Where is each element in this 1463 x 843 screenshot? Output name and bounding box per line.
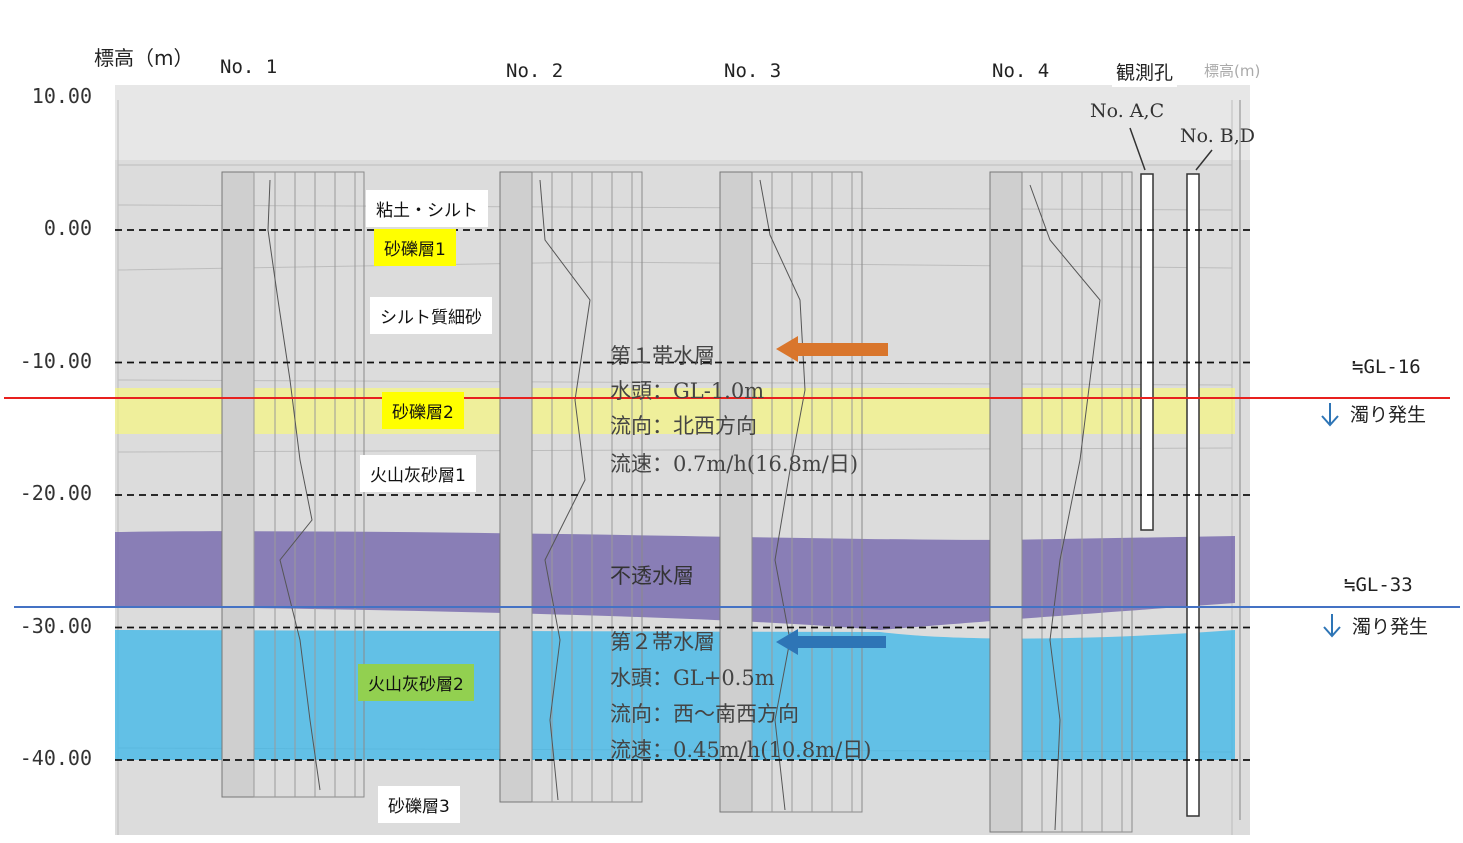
- label-volcanic-sand2: 火山灰砂層2: [358, 664, 474, 701]
- y-tick-label: 10.00: [31, 83, 92, 108]
- borehole-log-no2: [499, 171, 643, 803]
- aquifer2-flow-arrow: [776, 629, 886, 655]
- aquifer1-flow-direction: 流向：北西方向: [610, 414, 757, 438]
- label-gravel1: 砂礫層1: [374, 229, 456, 266]
- borehole-log-no3: [719, 171, 863, 813]
- borehole-header-no3: No. 3: [716, 58, 790, 84]
- aquifer2-title: 第２帯水層: [610, 630, 715, 654]
- down-arrow-icon: [1323, 614, 1341, 638]
- borehole-log-no4: [989, 171, 1133, 833]
- aquifer1-flow-arrow: [776, 336, 888, 362]
- aquifer2-head: 水頭：GL+0.5m: [610, 666, 775, 690]
- observation-well-a-c: [1140, 173, 1154, 531]
- well-b-d-label: No. B,D: [1180, 125, 1256, 147]
- borehole-header-no4: No. 4: [984, 58, 1058, 84]
- label-clay-silt: 粘土・シルト: [366, 190, 488, 227]
- label-gravel2: 砂礫層2: [382, 392, 464, 429]
- y-tick-label: -40.00: [19, 746, 92, 770]
- well-a-c-label: No. A,C: [1090, 100, 1165, 122]
- label-silty-fine-sand: シルト質細砂: [370, 297, 492, 334]
- y-tick-label: -20.00: [19, 481, 92, 505]
- y-tick-label: -10.00: [19, 348, 92, 373]
- observation-well-title: 観測孔: [1112, 56, 1178, 87]
- aquifer1-title: 第１帯水層: [610, 344, 715, 368]
- aquifer1-flow-speed: 流速：0.7m/h(16.8m/日): [610, 452, 859, 476]
- right-axis-title: 標高(m): [1204, 62, 1261, 80]
- well-a-c-pointer: [1129, 127, 1146, 171]
- y-axis-title: 標高（m）: [94, 46, 194, 70]
- label-volcanic-sand1: 火山灰砂層1: [360, 455, 476, 492]
- gravel2-band: [115, 388, 1235, 434]
- impermeable-layer-band: [115, 531, 1235, 630]
- impermeable-layer-label: 不透水層: [610, 564, 694, 588]
- aquifer2-flow-speed: 流速：0.45m/h(10.8m/日): [610, 738, 872, 762]
- borehole-header-no1: No. 1: [212, 54, 286, 80]
- y-tick-label: -30.00: [19, 613, 92, 638]
- aquifer2-flow-direction: 流向：西～南西方向: [610, 702, 799, 726]
- volcanic-sand2-band: [115, 630, 1235, 760]
- borehole-header-no2: No. 2: [498, 58, 572, 84]
- marker2-event-label: 濁り発生: [1352, 616, 1429, 638]
- marker1-event-label: 濁り発生: [1350, 404, 1427, 426]
- down-arrow-icon: [1321, 403, 1339, 427]
- elevation-gridlines: [115, 229, 1250, 761]
- aquifer1-head: 水頭：GL-1.0m: [610, 379, 765, 403]
- y-tick-label: 0.00: [43, 216, 92, 240]
- marker1-depth-label: ≒GL-16: [1352, 356, 1421, 378]
- marker2-depth-label: ≒GL-33: [1344, 574, 1413, 596]
- label-gravel3: 砂礫層3: [378, 786, 460, 823]
- well-b-d-pointer: [1195, 149, 1213, 171]
- borehole-log-no1: [221, 171, 365, 798]
